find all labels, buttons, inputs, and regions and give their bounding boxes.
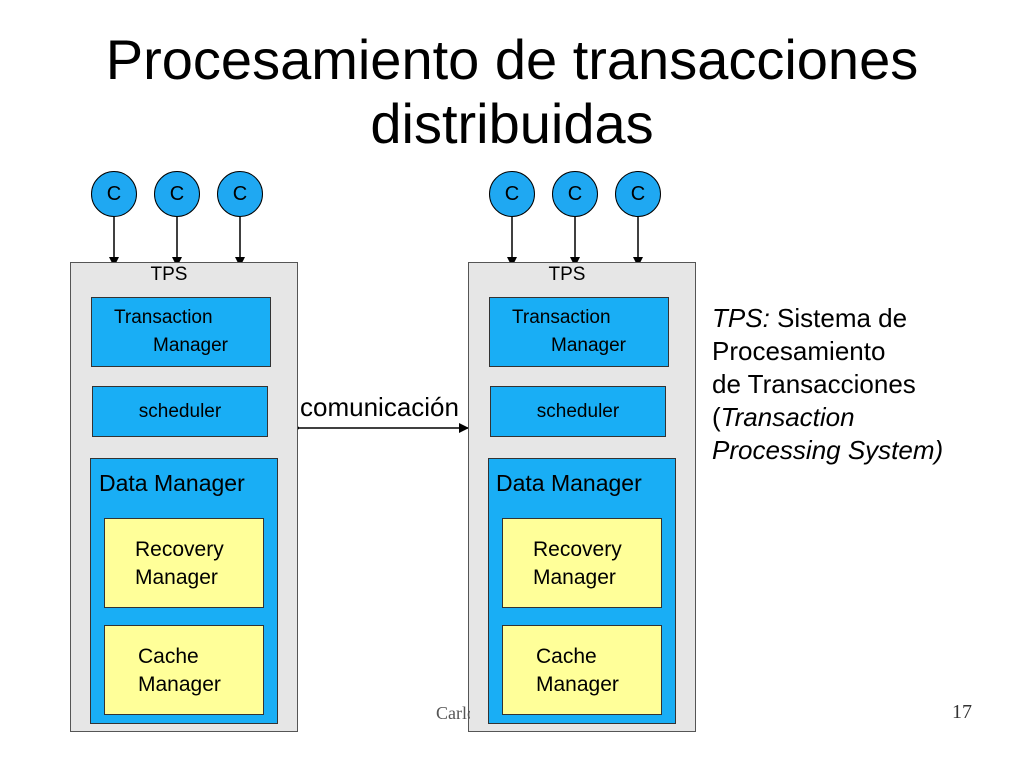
transaction-manager-line2: Manager [551,335,626,356]
recovery-manager-right: Recovery Manager [502,518,662,608]
recovery-manager-line2: Manager [533,566,616,589]
transaction-manager-line1: Transaction [114,307,213,328]
description-line3: de Transacciones [712,369,916,399]
title-line-1: Procesamiento de transacciones [105,28,919,91]
cache-manager-right: Cache Manager [502,625,662,715]
recovery-manager-line1: Recovery [533,538,622,561]
scheduler-label: scheduler [138,400,222,422]
client-node: C [217,171,263,217]
client-node: C [154,171,200,217]
recovery-manager-left: Recovery Manager [104,518,264,608]
cache-manager-line2: Manager [536,673,619,696]
client-node: C [489,171,535,217]
tps-description: TPS: Sistema de Procesamiento de Transac… [712,302,943,467]
scheduler-label: scheduler [536,400,620,422]
transaction-manager-line1: Transaction [512,307,611,328]
tps-label-right: TPS [548,264,586,285]
data-manager-label-left: Data Manager [99,470,245,496]
footer-author: Carlos [436,703,470,723]
client-node: C [552,171,598,217]
title-line-2: distribuidas [370,92,654,155]
cache-manager-line1: Cache [536,645,597,668]
transaction-manager-left: Transaction Manager [91,297,271,367]
description-paren: ( [712,402,721,432]
data-manager-label-right: Data Manager [496,470,642,496]
slide-title: Procesamiento de transacciones distribui… [0,28,1024,156]
description-line2: Procesamiento [712,336,886,366]
cache-manager-line2: Manager [138,673,221,696]
communication-label: comunicación [300,392,459,422]
transaction-manager-line2: Manager [153,335,228,356]
transaction-manager-right: Transaction Manager [489,297,669,367]
page-number: 17 [952,701,972,723]
description-line1: Sistema de [769,303,908,333]
description-line5: Processing System) [712,435,944,465]
tps-label-left: TPS [150,264,188,285]
scheduler-left: scheduler [92,386,268,437]
client-node: C [615,171,661,217]
client-node: C [91,171,137,217]
cache-manager-line1: Cache [138,645,199,668]
recovery-manager-line1: Recovery [135,538,224,561]
cache-manager-left: Cache Manager [104,625,264,715]
scheduler-right: scheduler [490,386,666,437]
description-term: TPS: [712,303,770,333]
description-line4: Transaction [720,402,855,432]
recovery-manager-line2: Manager [135,566,218,589]
